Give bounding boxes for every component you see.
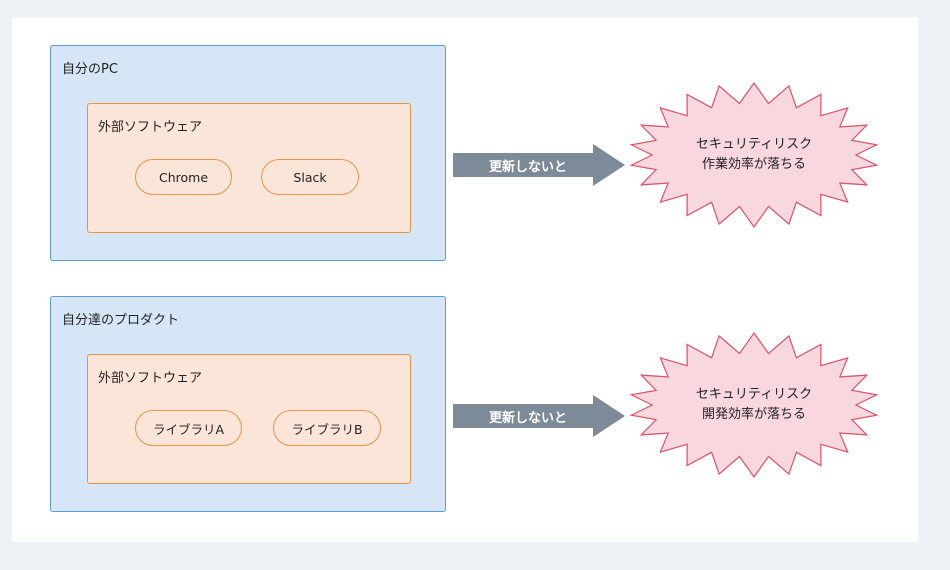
update-arrow-label-product: 更新しないと xyxy=(488,410,567,426)
my-pc-box: 自分のPC 外部ソフトウェア Chrome Slack xyxy=(50,45,446,261)
risk-line-2-pc: 作業効率が落ちる xyxy=(701,157,806,172)
risk-burst-product: セキュリティリスク 開発効率が落ちる xyxy=(626,330,882,480)
external-software-box-pc: 外部ソフトウェア Chrome Slack xyxy=(87,103,411,233)
my-pc-title: 自分のPC xyxy=(62,62,118,77)
our-product-title: 自分達のプロダクト xyxy=(62,313,180,328)
risk-burst-pc: セキュリティリスク 作業効率が落ちる xyxy=(626,80,882,230)
our-product-box: 自分達のプロダクト 外部ソフトウェア ライブラリA ライブラリB xyxy=(50,296,446,512)
external-software-title-product: 外部ソフトウェア xyxy=(98,371,203,386)
library-b-node: ライブラリB xyxy=(273,410,381,446)
update-arrow-product: 更新しないと xyxy=(453,395,625,437)
chrome-node: Chrome xyxy=(135,159,232,195)
risk-line-1-product: セキュリティリスク xyxy=(695,387,813,402)
starburst-shape xyxy=(629,331,879,479)
risk-line-1-pc: セキュリティリスク xyxy=(695,137,813,152)
update-arrow-label-pc: 更新しないと xyxy=(488,159,567,175)
library-a-node: ライブラリA xyxy=(135,410,242,446)
risk-line-2-product: 開発効率が落ちる xyxy=(701,407,806,422)
external-software-title-pc: 外部ソフトウェア xyxy=(98,120,203,135)
external-software-box-product: 外部ソフトウェア ライブラリA ライブラリB xyxy=(87,354,411,484)
slack-node: Slack xyxy=(261,159,359,195)
starburst-shape xyxy=(629,81,879,229)
update-arrow-pc: 更新しないと xyxy=(453,144,625,186)
